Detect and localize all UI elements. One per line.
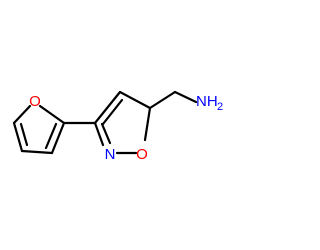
bond-furan-c4-c5-double [19, 122, 29, 147]
bond-furan-o-c2 [38, 104, 66, 125]
bond-furan-c2-c3 [50, 121, 66, 155]
bond-furan-c2-c3-double [44, 122, 58, 150]
bond-c3-c4-double [101, 98, 124, 126]
bond-ch2-n [173, 90, 198, 104]
isoxazole-oxygen-label: O [136, 146, 148, 163]
bond-n-c3-double [100, 122, 112, 145]
molecule-structure-diagram: O N O NH 2 [12, 90, 223, 163]
furan-oxygen-label: O [29, 93, 41, 110]
amine-group-label: NH 2 [196, 93, 223, 113]
bond-n-c3 [93, 121, 105, 147]
isoxazole-ring [93, 90, 152, 155]
bond-c4-c5 [118, 90, 152, 110]
bond-furan-c3-c4 [20, 149, 54, 155]
furan-ring [12, 104, 66, 155]
isoxazole-nitrogen-label: N [105, 146, 116, 163]
amine-nh-label: NH [196, 93, 218, 110]
bond-c5-ch2 [148, 90, 177, 110]
bond-furan-c5-o [12, 104, 32, 125]
bond-furan-c4-c5 [12, 121, 24, 153]
amine-subscript-label: 2 [217, 101, 223, 113]
bond-c5-o [143, 106, 152, 142]
bond-c3-c4 [93, 90, 122, 125]
